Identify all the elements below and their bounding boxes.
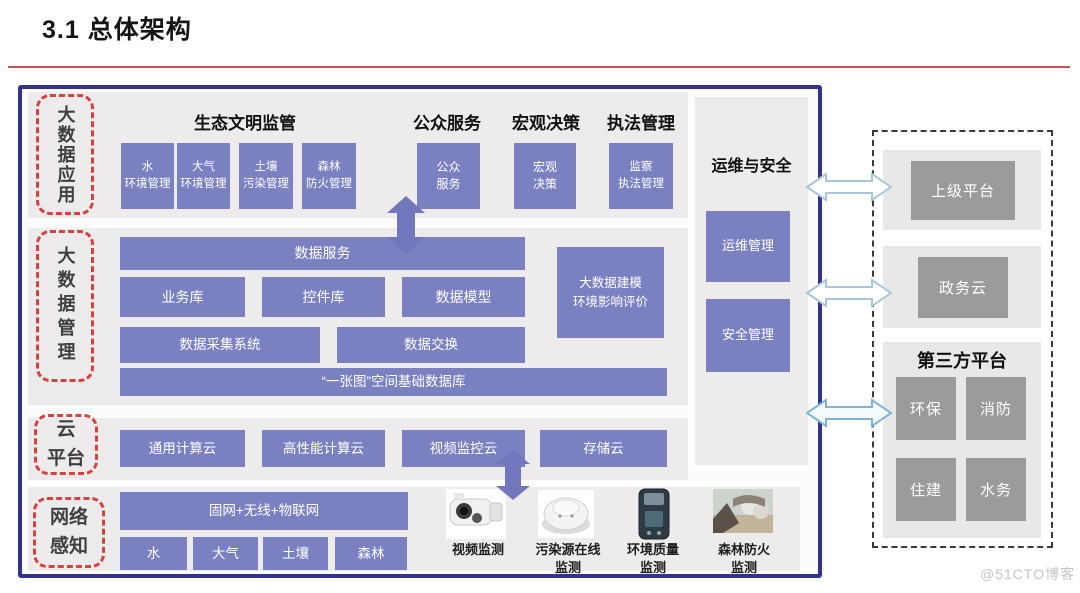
network-box-backbone: 固网+无线+物联网 [120,492,408,530]
left-right-arrow-icon [806,278,892,308]
forest-fire-image [713,489,773,533]
cloud-box-storage: 存储云 [540,430,667,467]
sensor-caption-forest-fire: 森林防火 监测 [717,542,770,575]
ops-box-security-mgmt: 安全管理 [706,299,790,372]
cloud-box-video-surveillance: 视频监控云 [402,430,525,467]
app-box-air-env-mgmt: 大气 环境管理 [177,143,230,209]
mgmt-box-data-model: 数据模型 [402,277,525,317]
header-law-enforcement: 执法管理 [607,114,675,133]
env-quality-meter-image [637,487,671,541]
watermark: @51CTO博客 [980,566,1076,582]
pollution-sensor-image [538,490,594,538]
external-box-gov-cloud: 政务云 [918,257,1008,318]
external-box-env-protection: 环保 [896,377,956,440]
external-box-housing: 住建 [896,458,956,521]
cloud-box-general-computing: 通用计算云 [120,430,245,467]
video-camera-image [446,489,506,539]
external-box-water-affairs: 水务 [966,458,1026,521]
app-box-macro-decision: 宏观 决策 [514,143,576,209]
mgmt-box-data-service: 数据服务 [120,237,525,270]
network-box-soil: 土壤 [263,537,328,570]
app-box-forest-fire-mgmt: 森林 防火管理 [302,143,356,209]
layer-label-cloud-platform: 云 平台 [34,414,98,475]
layer-label-bigdata-app: 大数据应用 [36,94,94,215]
left-right-arrow-icon [806,172,892,202]
app-box-public-service: 公众 服务 [417,143,480,209]
layer-label-bigdata-mgmt: 大数据管理 [36,230,94,382]
external-box-fire-dept: 消防 [966,377,1026,440]
header-ops-security: 运维与安全 [711,158,792,175]
network-box-water: 水 [120,537,187,570]
app-box-soil-pollution-mgmt: 土壤 污染管理 [239,143,293,209]
header-eco-supervision: 生态文明监管 [194,114,296,133]
mgmt-box-data-exchange: 数据交换 [337,327,525,363]
sensor-caption-video: 视频监测 [451,542,504,557]
up-down-arrow-icon [496,450,530,500]
network-box-air: 大气 [193,537,258,570]
up-down-arrow-icon [387,196,425,254]
layer-label-network-sensing: 网络 感知 [33,497,105,568]
mgmt-box-business-db: 业务库 [120,277,245,317]
mgmt-box-control-db: 控件库 [262,277,385,317]
ops-box-ops-mgmt: 运维管理 [706,211,790,282]
sensor-caption-pollution: 污染源在线 监测 [535,542,601,575]
mgmt-box-data-collection: 数据采集系统 [120,327,320,363]
left-right-arrow-icon [806,398,892,428]
cloud-box-hpc: 高性能计算云 [262,430,385,467]
mgmt-box-one-map-db: “一张图”空间基础数据库 [120,368,667,396]
app-box-supervision-enforcement: 监察 执法管理 [609,143,673,209]
sensor-caption-env-quality: 环境质量 监测 [626,542,679,575]
network-box-forest: 森林 [335,537,407,570]
header-third-party-platform: 第三方平台 [917,351,1007,371]
mgmt-box-bigdata-modeling: 大数据建模 环境影响评价 [557,247,664,338]
page-title: 3.1 总体架构 [42,16,192,44]
external-box-superior-platform: 上级平台 [911,161,1015,220]
app-box-water-env-mgmt: 水 环境管理 [121,143,174,209]
header-macro-decision: 宏观决策 [512,114,580,133]
header-public-service: 公众服务 [413,114,481,133]
title-underline [8,66,1070,68]
